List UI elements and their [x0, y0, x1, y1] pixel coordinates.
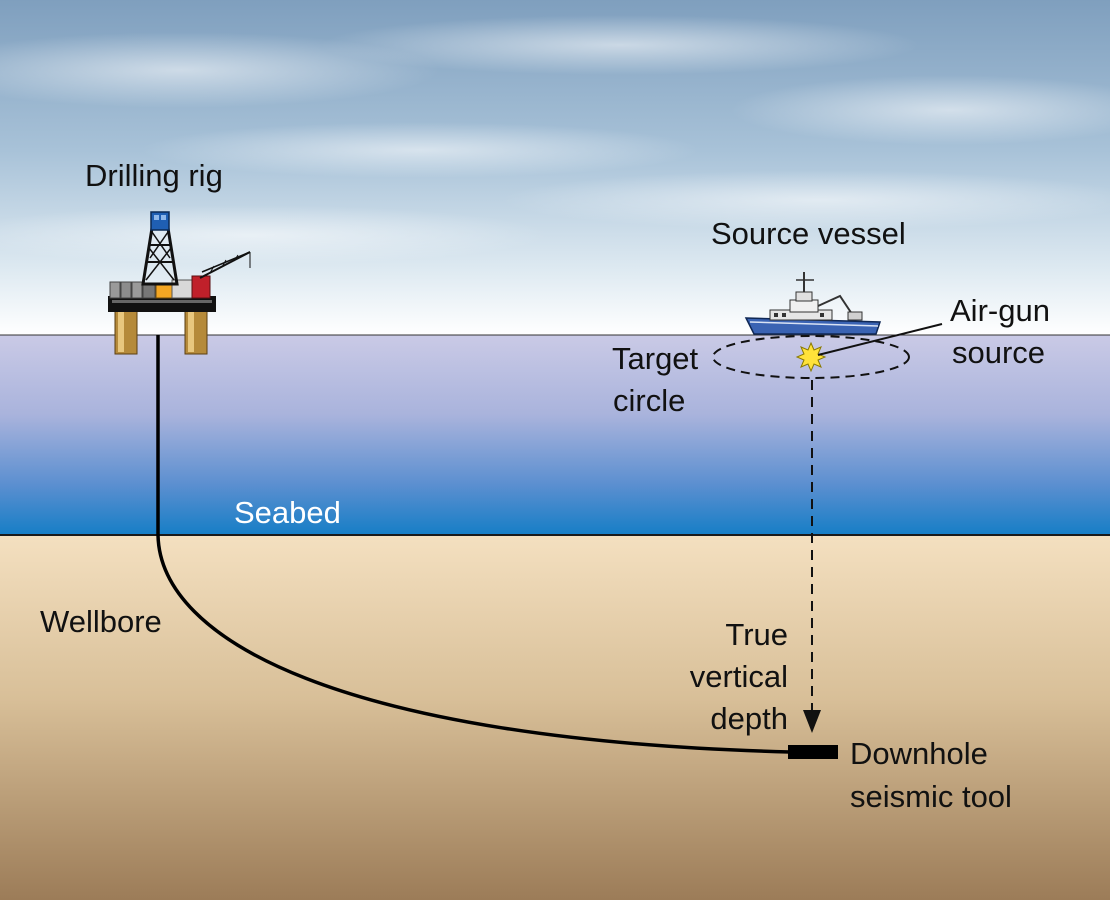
drilling-rig-label: Drilling rig [85, 158, 223, 193]
wellbore-label: Wellbore [40, 604, 162, 639]
wellbore-path [156, 335, 791, 754]
true-vertical-depth-label-line3: depth [710, 701, 788, 736]
air-gun-source-label-line1: Air-gun [950, 293, 1050, 328]
target-circle-label-line2: circle [613, 383, 686, 418]
sea [0, 335, 1110, 535]
air-gun-source-label-line2: source [952, 335, 1046, 370]
downhole-seismic-tool-label-line1: Downhole [850, 736, 988, 771]
true-vertical-depth-label-line2: vertical [689, 659, 788, 694]
target-circle [712, 335, 910, 379]
true-vertical-depth-arrowhead [803, 710, 821, 733]
air-gun-leader-line [817, 323, 943, 356]
source-vessel-label: Source vessel [711, 216, 906, 251]
clouds [0, 15, 1110, 265]
downhole-seismic-tool-label-line2: seismic tool [850, 779, 1012, 814]
source-vessel-icon [744, 272, 882, 335]
drilling-rig-icon [108, 211, 251, 355]
air-gun-source-icon [795, 341, 827, 373]
seabed-label: Seabed [234, 495, 341, 530]
ground [0, 535, 1110, 900]
downhole-seismic-tool-icon [788, 745, 838, 759]
target-circle-label-line1: Target [612, 341, 699, 376]
true-vertical-depth-label-line1: True [725, 617, 788, 652]
